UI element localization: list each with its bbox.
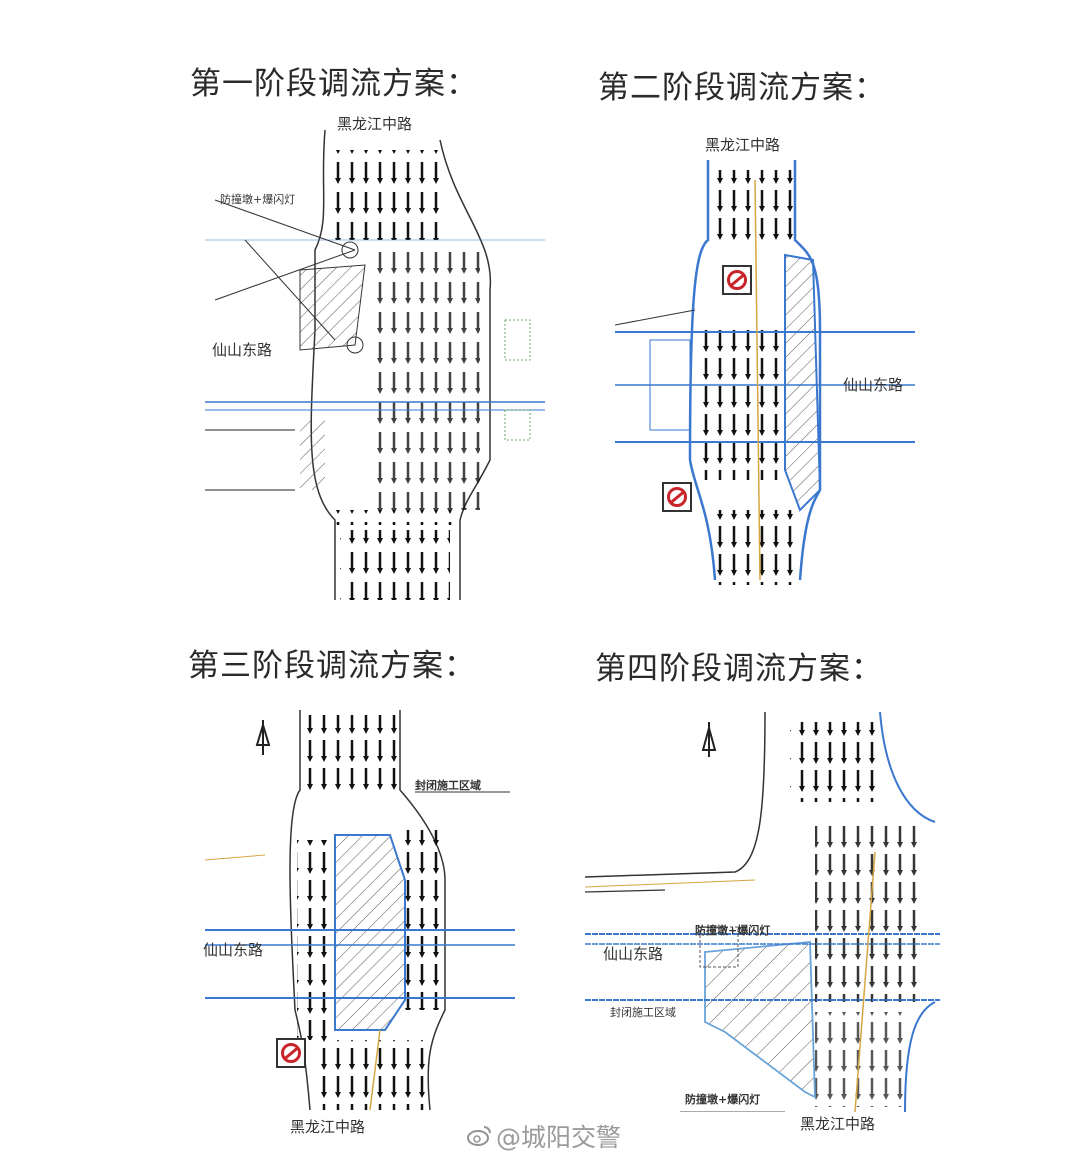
- stage-4-closed-area-note: 封闭施工区域: [610, 1006, 676, 1019]
- no-left-turn-sign-icon: [722, 265, 752, 295]
- stage-2-road-label-east: 仙山东路: [843, 376, 904, 394]
- stage-3-road-label-west: 仙山东路: [203, 941, 264, 959]
- watermark-text: @城阳交警: [496, 1123, 622, 1152]
- stage-3-title: 第三阶段调流方案：: [188, 648, 476, 684]
- stage-3-diagram: [205, 710, 515, 1110]
- stage-4-barrier-note-top: 防撞墩+爆闪灯: [695, 924, 771, 937]
- watermark: @城阳交警: [466, 1118, 621, 1154]
- no-through-left-sign-icon: [276, 1038, 306, 1068]
- stage-1-barrier-note: 防撞墩+爆闪灯: [220, 193, 296, 206]
- stage-1-road-label-west: 仙山东路: [212, 341, 273, 359]
- stage-4-diagram: [585, 712, 940, 1112]
- stage-4-road-label-south: 黑龙江中路: [800, 1115, 876, 1133]
- stage-2-diagram: [615, 160, 915, 585]
- stage-4-road-label-west: 仙山东路: [603, 945, 664, 963]
- stage-1-road-label-north: 黑龙江中路: [337, 115, 413, 133]
- stage-2-road-label-north: 黑龙江中路: [705, 136, 781, 154]
- stage-1-title: 第一阶段调流方案：: [190, 66, 478, 102]
- stage-3-road-label-south: 黑龙江中路: [290, 1118, 366, 1136]
- stage-4-title: 第四阶段调流方案：: [595, 651, 883, 687]
- stage-4-barrier-note-bottom: 防撞墩+爆闪灯: [685, 1093, 761, 1106]
- no-left-turn-sign-icon: [662, 482, 692, 512]
- stage-3-closed-area-note: 封闭施工区域: [415, 779, 481, 792]
- weibo-icon: [467, 1126, 491, 1146]
- stage-2-title: 第二阶段调流方案：: [598, 70, 886, 106]
- stage-1-diagram: [205, 130, 545, 600]
